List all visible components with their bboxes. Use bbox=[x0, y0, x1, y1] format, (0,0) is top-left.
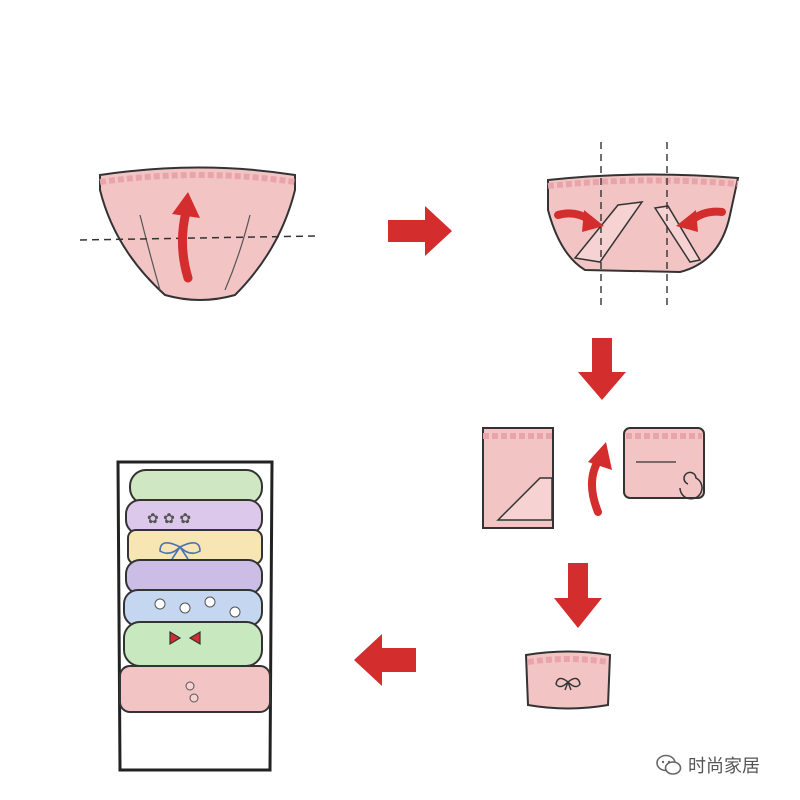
step-5-drawer: ✿ ✿ ✿ bbox=[116, 460, 274, 772]
drawer-item-pink bbox=[119, 665, 271, 713]
right-flap bbox=[653, 205, 702, 263]
step-2-fold-sides bbox=[547, 142, 740, 308]
ribbon-icon bbox=[159, 542, 201, 560]
bow-icon bbox=[555, 677, 581, 691]
dot bbox=[179, 602, 191, 614]
dot bbox=[185, 681, 195, 691]
flow-arrow-down-icon bbox=[554, 563, 602, 628]
wechat-icon bbox=[656, 754, 682, 775]
drawer-item-green-bow bbox=[123, 621, 263, 667]
fold-line bbox=[79, 235, 316, 241]
step-3-roll bbox=[482, 427, 705, 529]
watermark-text: 时尚家居 bbox=[688, 756, 760, 777]
drawer-item-blue-dots bbox=[123, 589, 263, 627]
flow-arrow-right-icon bbox=[388, 206, 452, 256]
step-1-fold-up bbox=[79, 166, 316, 301]
fold-up-arrowhead-icon bbox=[172, 192, 200, 218]
waistband-trim bbox=[99, 172, 296, 185]
dot bbox=[229, 606, 241, 618]
fold-in-left-arrowhead-icon bbox=[582, 210, 604, 232]
drawer-item-green bbox=[129, 469, 263, 505]
step-4-tucked bbox=[524, 650, 612, 710]
roll-spiral bbox=[679, 471, 703, 500]
fold-up-arrow-icon bbox=[177, 207, 193, 283]
tucked-bundle bbox=[524, 650, 612, 710]
left-flap bbox=[573, 201, 644, 263]
underwear-flat bbox=[99, 166, 296, 301]
dot bbox=[204, 596, 216, 608]
waistband-trim bbox=[527, 656, 609, 665]
fabric-crease-right bbox=[224, 214, 251, 291]
drawer-item-lavender bbox=[125, 559, 263, 595]
dot bbox=[154, 598, 166, 610]
drawer-item-yellow bbox=[127, 529, 263, 565]
waistband-trim bbox=[547, 177, 739, 189]
flower-pattern: ✿ ✿ ✿ bbox=[147, 511, 191, 527]
roll-arrow-icon bbox=[588, 454, 604, 516]
fabric-crease-left bbox=[139, 214, 161, 291]
fold-in-right-arrowhead-icon bbox=[676, 210, 698, 232]
roll-arrowhead-icon bbox=[588, 442, 612, 470]
folded-flap bbox=[496, 477, 553, 521]
watermark: 时尚家居 bbox=[656, 752, 760, 778]
dot bbox=[189, 693, 199, 703]
flow-arrow-left-icon bbox=[354, 634, 416, 686]
bow-icon bbox=[169, 630, 201, 646]
flow-arrow-down-icon bbox=[578, 338, 626, 400]
